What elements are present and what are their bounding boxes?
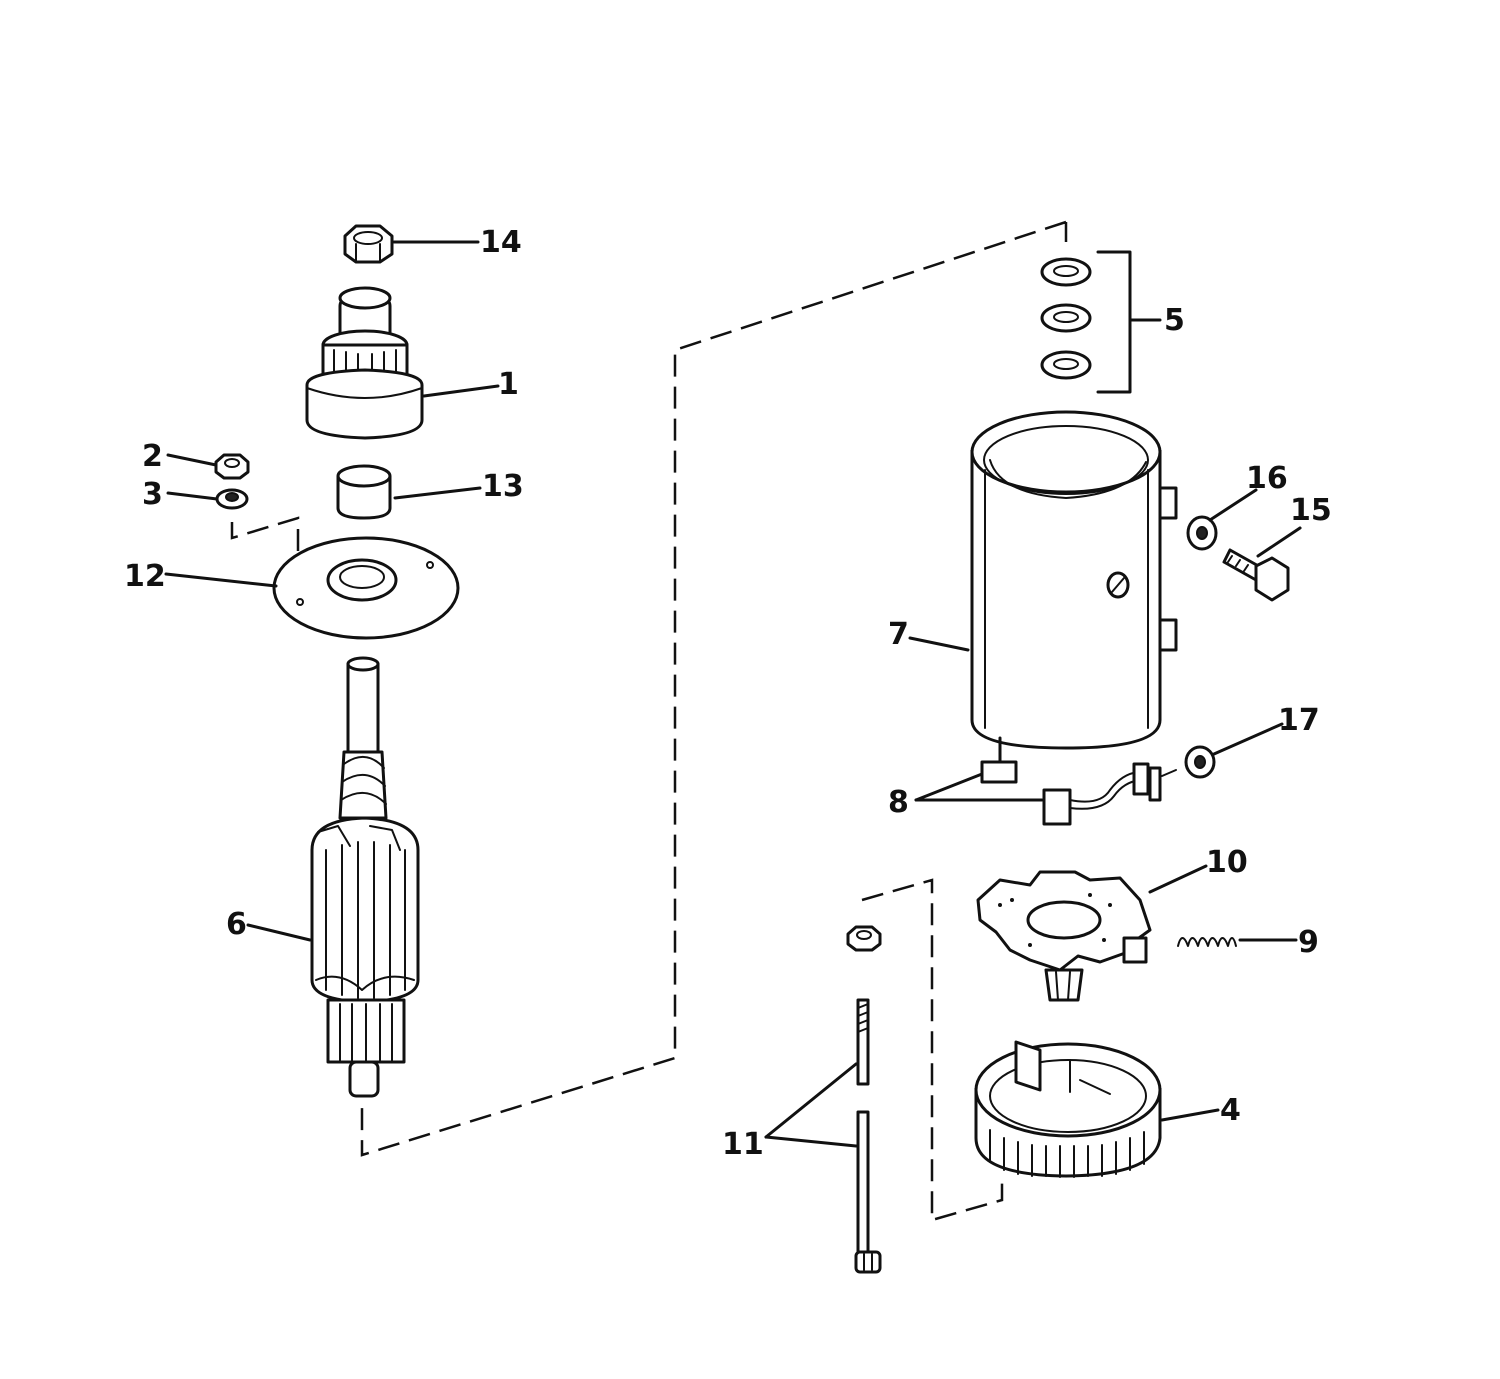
callout-2: 2	[142, 439, 163, 474]
brush-plate-part-10	[976, 870, 1152, 1002]
nut-part-17	[1184, 745, 1216, 779]
through-bolts-part-11	[846, 925, 882, 1274]
end-plate-part-12	[272, 536, 460, 640]
thrust-washers-part-5	[1040, 250, 1162, 394]
leader-lines	[164, 240, 1302, 1148]
callout-5: 5	[1164, 303, 1185, 338]
field-frame-part-7	[970, 410, 1178, 750]
callout-12: 12	[124, 559, 166, 594]
assembly-line-bolt-to-end-cap	[861, 878, 1004, 1222]
callout-16: 16	[1246, 461, 1288, 496]
callout-1: 1	[498, 367, 519, 402]
callout-13: 13	[482, 469, 524, 504]
lockwasher-part-3	[215, 488, 249, 510]
washer-part-16	[1186, 515, 1218, 551]
nut-part-2	[214, 453, 250, 480]
callout-8: 8	[888, 785, 909, 820]
drive-pinion-part-1	[305, 286, 424, 440]
callout-10: 10	[1206, 845, 1248, 880]
callout-14: 14	[480, 225, 522, 260]
callout-7: 7	[888, 617, 909, 652]
callout-3: 3	[142, 477, 163, 512]
screw-part-15	[1222, 548, 1290, 602]
callout-6: 6	[226, 907, 247, 942]
brushes-part-8	[980, 736, 1177, 826]
callout-9: 9	[1298, 925, 1319, 960]
callout-15: 15	[1290, 493, 1332, 528]
spring-part-9	[1177, 937, 1237, 947]
spacer-part-13	[336, 464, 392, 520]
callout-4: 4	[1220, 1093, 1241, 1128]
armature-part-6	[310, 656, 420, 1098]
assembly-line-washer-to-plate	[230, 516, 300, 600]
assembly-line-armature-to-frame	[360, 220, 1068, 1157]
callout-17: 17	[1278, 703, 1320, 738]
end-cap-part-4	[974, 1040, 1162, 1178]
callout-11: 11	[722, 1127, 764, 1162]
hex-nut-part-14	[343, 224, 394, 264]
